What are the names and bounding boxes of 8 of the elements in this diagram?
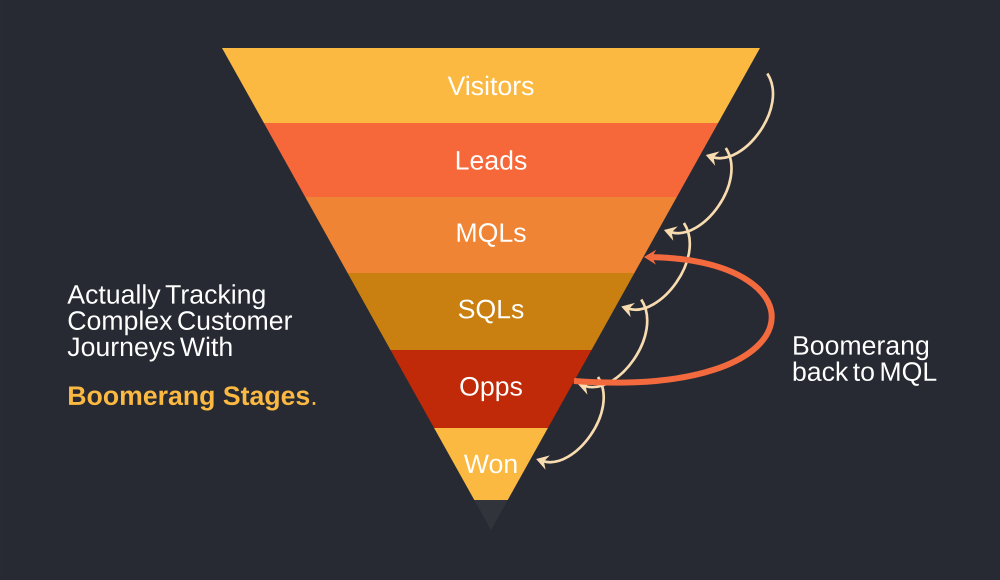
funnel-band: Visitors bbox=[222, 48, 760, 123]
funnel-band: SQLs bbox=[348, 273, 634, 350]
highlight-text: Boomerang Stages. bbox=[69, 386, 316, 411]
funnel-band: MQLs bbox=[305, 197, 677, 273]
funnel-band: Opps bbox=[390, 350, 592, 428]
edge-label: Boomerang back to MQL bbox=[794, 336, 936, 386]
caption-text: Actually Tracking Complex Customer Journeys With bbox=[67, 284, 292, 362]
funnel-band: Won bbox=[434, 428, 548, 500]
